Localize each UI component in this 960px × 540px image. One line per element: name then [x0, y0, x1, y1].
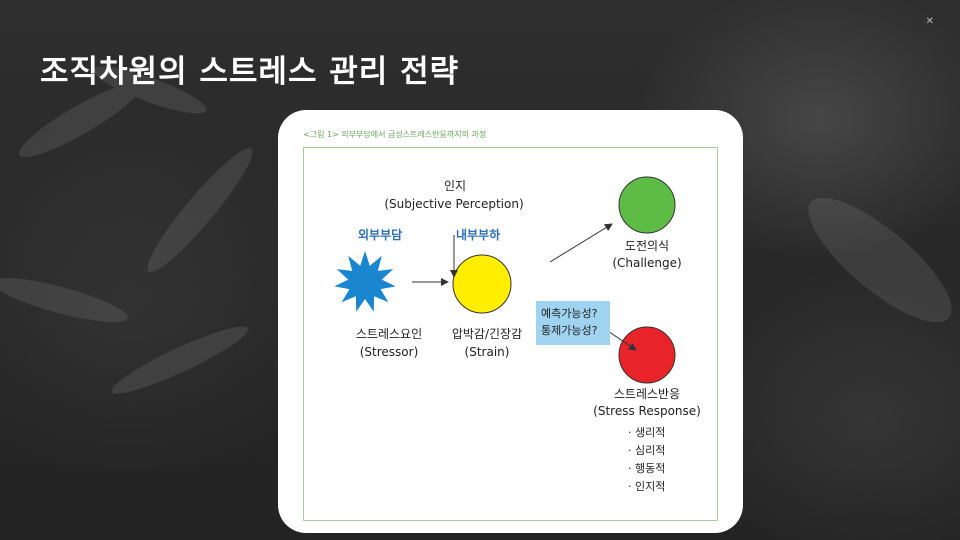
perception-label: 인지	[444, 179, 467, 193]
figure-card: <그림 1> 외부부담에서 급성스트레스반응까지의 과정 인지 (Subject…	[278, 110, 743, 533]
predictability-question: 예측가능성?	[541, 307, 598, 320]
internal-load-label: 내부부하	[456, 228, 501, 242]
to-challenge-arrow	[549, 223, 613, 263]
stressor-sublabel: (Stressor)	[359, 345, 419, 359]
response-item-psychological: · 심리적	[628, 444, 666, 457]
condition-box: 예측가능성? 통제가능성?	[536, 301, 610, 345]
stressor-starburst	[334, 251, 396, 312]
strain-label: 압박감/긴장감	[451, 327, 523, 341]
response-item-behavioral: · 행동적	[628, 462, 666, 475]
challenge-circle	[618, 176, 676, 234]
diagram-graphics	[334, 176, 676, 384]
response-label: 스트레스반응	[613, 387, 681, 401]
figure-caption: <그림 1> 외부부담에서 급성스트레스반응까지의 과정	[303, 130, 487, 139]
strain-sublabel: (Strain)	[464, 345, 510, 359]
stressor-label: 스트레스요인	[355, 327, 423, 341]
response-sublabel: (Stress Response)	[593, 404, 701, 418]
external-load-label: 외부부담	[358, 228, 403, 242]
controllability-question: 통제가능성?	[541, 324, 598, 337]
response-item-cognitive: · 인지적	[628, 480, 666, 493]
response-circle	[618, 326, 676, 384]
response-items-list: · 생리적 · 심리적 · 행동적 · 인지적	[628, 424, 665, 496]
challenge-label: 도전의식	[624, 239, 670, 253]
figure-frame: 인지 (Subjective Perception) 외부부담 내부부하 스트레…	[303, 147, 718, 521]
strain-circle	[452, 254, 512, 314]
response-item-physiological: · 생리적	[628, 426, 666, 439]
challenge-sublabel: (Challenge)	[612, 256, 682, 270]
page-title: 조직차원의 스트레스 관리 전략	[40, 54, 460, 90]
perception-sublabel: (Subjective Perception)	[384, 197, 524, 211]
corner-mark: ✕	[925, 16, 934, 27]
